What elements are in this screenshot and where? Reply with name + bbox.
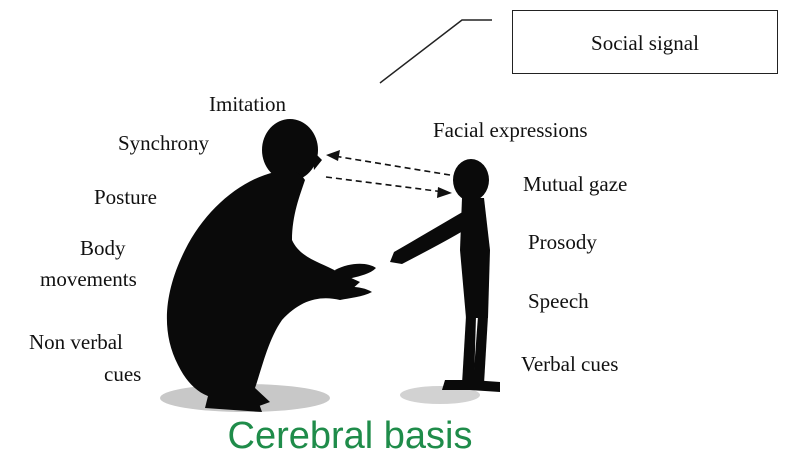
adult-silhouette (167, 119, 376, 412)
label-posture: Posture (94, 185, 157, 209)
social-signal-box: Social signal (512, 10, 778, 74)
gaze-arrowhead-child (437, 187, 452, 198)
gaze-arrows (326, 156, 450, 192)
label-nonverbal-line2: cues (104, 362, 141, 386)
label-nonverbal-line1: Non verbal (29, 330, 123, 354)
box-leader-line (380, 20, 492, 83)
caption-cerebral-basis: Cerebral basis (0, 414, 700, 458)
label-body-line1: Body (80, 236, 126, 260)
label-verbal-cues: Verbal cues (521, 352, 618, 376)
label-speech: Speech (528, 289, 589, 313)
label-imitation: Imitation (209, 92, 286, 116)
label-body-line2: movements (40, 267, 137, 291)
social-signal-label: Social signal (513, 31, 777, 56)
label-synchrony: Synchrony (118, 131, 209, 155)
gaze-arrowhead-adult (326, 150, 340, 161)
label-prosody: Prosody (528, 230, 597, 254)
label-facial-expressions: Facial expressions (433, 118, 588, 142)
gaze-arrow-to-child (326, 177, 444, 192)
label-mutual-gaze: Mutual gaze (523, 172, 627, 196)
gaze-arrow-to-adult (334, 156, 450, 175)
